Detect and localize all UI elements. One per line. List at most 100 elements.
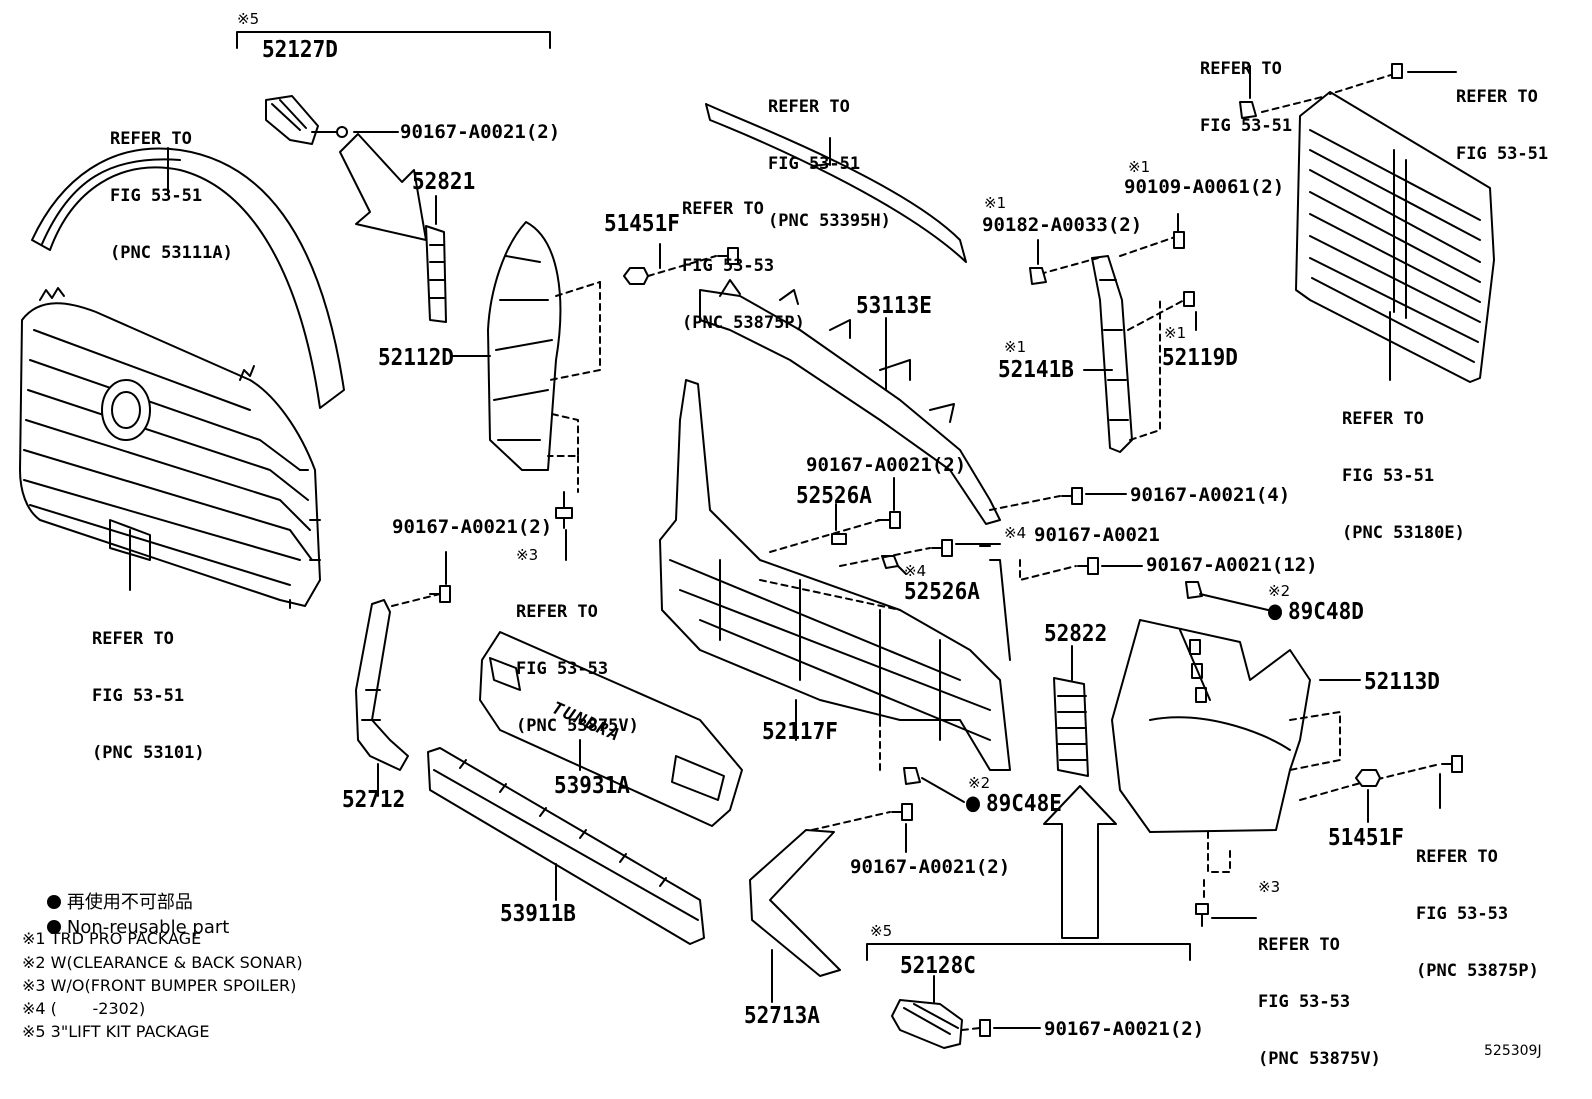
part-number-52113D[interactable]: 52113D [1364,667,1440,695]
fastener-label-90182[interactable]: 90182-A0033(2) [982,214,1143,236]
marker-4-b: ※4 [904,562,927,580]
figure-code: 525309J [1484,1043,1542,1059]
assembly-arrow-diagonal [339,133,427,241]
part-number-89C48D[interactable]: 89C48D [1268,599,1364,624]
marker-2-a: ※2 [1268,582,1291,600]
nonreusable-dot-icon [46,920,61,934]
reference-53875P-right[interactable]: REFER TO FIG 53-53 (PNC 53875P) [1416,810,1539,1000]
bolt-52712 [429,585,451,603]
legend-note-2: ※2 W(CLEARANCE & BACK SONAR) [22,953,303,972]
reference-line: REFER TO [682,199,764,219]
part-number-52112D[interactable]: 52112D [378,343,454,371]
reference-53875V-center[interactable]: REFER TO FIG 53-53 (PNC 53875V) [516,565,639,755]
fastener-label-right-4[interactable]: 90167-A0021(4) [1130,484,1291,506]
bolt-90109-A0061 [1173,231,1185,249]
reference-line: FIG 53-51 [92,686,185,706]
part-number-53113E[interactable]: 53113E [856,291,932,319]
part-number-52713A[interactable]: 52713A [744,1001,820,1029]
reference-line: (PNC 53111A) [110,243,233,263]
legend-note-4: ※4 ( -2302) [22,999,146,1018]
fastener-label-52712[interactable]: 90167-A0021(2) [392,516,553,538]
bolt-shutter-top [1391,63,1403,79]
nonreusable-dot-icon [966,796,980,813]
reference-line: FIG 53-51 [768,154,861,174]
part-52141B-bracket [1083,255,1133,453]
part-52821-bracket [425,195,447,323]
marker-5-bottom: ※5 [870,922,893,940]
bolt-52119D [1183,291,1195,307]
reference-line: FIG 53-53 [682,256,775,276]
fastener-label-top[interactable]: 90167-A0021(2) [400,121,561,143]
bolt-53875P [717,247,739,265]
bolt-center-a [877,511,901,529]
reference-53395H[interactable]: REFER TO FIG 53-51 (PNC 53395H) [768,60,891,250]
reference-line: FIG 53-51 [1456,144,1549,164]
part-number-52526A-right[interactable]: 52526A [904,577,980,605]
fastener-label-52713A[interactable]: 90167-A0021(2) [850,856,1011,878]
marker-4-a: ※4 [1004,524,1027,542]
part-number-53911B[interactable]: 53911B [500,899,576,927]
marker-5-top: ※5 [237,10,260,28]
part-number-52141B[interactable]: 52141B [998,355,1074,383]
fastener-label-90109[interactable]: 90109-A0061(2) [1124,176,1285,198]
part-number-52117F[interactable]: 52117F [762,717,838,745]
fastener-label-52128C[interactable]: 90167-A0021(2) [1044,1018,1205,1040]
bolt-right-4 [1061,487,1083,505]
part-hood-molding-arc [31,147,345,409]
part-52822-mesh [1053,677,1089,777]
nut-shutter-top [1239,101,1257,119]
fastener-label-right-12[interactable]: 90167-A0021(12) [1146,554,1318,576]
reference-line: (PNC 53875P) [682,313,805,333]
marker-2-b: ※2 [968,774,991,792]
legend-note-1: ※1 TRD PRO PACKAGE [22,929,202,948]
reference-53875P-top[interactable]: REFER TO FIG 53-53 (PNC 53875P) [682,162,805,352]
part-radiator-shutter [1295,91,1495,383]
part-number-52712[interactable]: 52712 [342,785,406,813]
part-number-53931A[interactable]: 53931A [554,771,630,799]
fastener-label-right-single[interactable]: 90167-A0021 [1034,524,1160,546]
reference-line: FIG 53-51 [1342,466,1435,486]
part-53113E-upper-support [699,279,1001,525]
reference-line: REFER TO [1456,87,1538,107]
reference-53111A[interactable]: REFER TO FIG 53-51 (PNC 53111A) [110,92,233,282]
part-front-grille [19,287,321,609]
nut-90182-A0033 [1029,267,1047,285]
assembly-arrow-up [1043,785,1117,939]
part-number-52119D[interactable]: 52119D [1162,343,1238,371]
nonreusable-dot-icon [46,895,61,909]
part-52713A-corner [749,829,841,977]
marker-1-d: ※1 [1164,324,1187,342]
reference-53180E[interactable]: REFER TO FIG 53-51 (PNC 53180E) [1342,372,1465,562]
reference-line: REFER TO [92,629,174,649]
part-number-51451F-bottom[interactable]: 51451F [1328,823,1404,851]
group-bracket-bottom [866,943,1191,961]
reference-53101[interactable]: REFER TO FIG 53-51 (PNC 53101) [92,592,205,782]
part-number-52128C[interactable]: 52128C [900,951,976,979]
part-number-52822[interactable]: 52822 [1044,619,1108,647]
reference-line: REFER TO [768,97,850,117]
reference-53875V-right[interactable]: REFER TO FIG 53-53 (PNC 53875V) [1258,898,1381,1088]
part-number-89C48E[interactable]: 89C48E [966,791,1062,816]
nonreusable-dot-icon [1268,604,1282,621]
reference-fig-53-51-b[interactable]: REFER TO FIG 53-51 [1456,50,1548,183]
fastener-label-center[interactable]: 90167-A0021(2) [806,454,967,476]
legend-note-5: ※5 3"LIFT KIT PACKAGE [22,1022,210,1041]
marker-1-a: ※1 [1128,158,1151,176]
reference-line: REFER TO [1416,847,1498,867]
reference-fig-53-51-a[interactable]: REFER TO FIG 53-51 [1200,22,1292,155]
reference-line: REFER TO [1200,59,1282,79]
part-number-51451F-top[interactable]: 51451F [604,209,680,237]
marker-3-a: ※3 [516,546,539,564]
part-number-52821[interactable]: 52821 [412,167,476,195]
part-53911B-lower-spoiler [427,747,705,945]
reference-line: REFER TO [110,129,192,149]
part-number-52127D[interactable]: 52127D [262,35,338,63]
marker-1-c: ※1 [1004,338,1027,356]
part-52117F-bumper-reinforcement [659,379,1011,771]
reference-line: (PNC 53101) [92,743,205,763]
part-number-52526A-left[interactable]: 52526A [796,481,872,509]
marker-3-b: ※3 [1258,878,1281,896]
group-bracket-top [236,31,551,49]
clip-89C48E [903,767,921,785]
